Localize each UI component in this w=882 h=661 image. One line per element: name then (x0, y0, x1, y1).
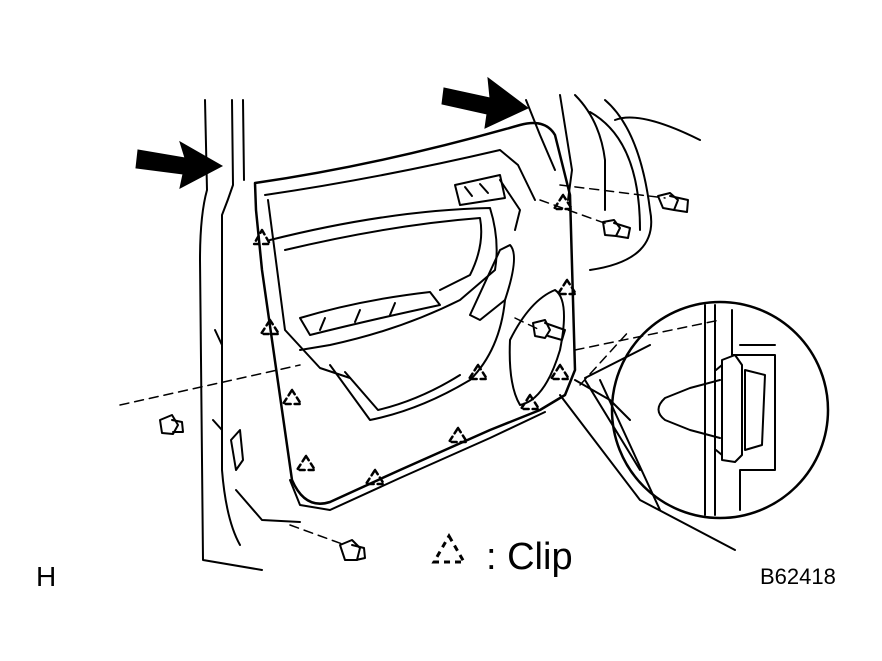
arrow-right (441, 76, 529, 129)
clip-markers (252, 193, 578, 486)
arrow-left (135, 140, 224, 189)
screw-top (657, 192, 689, 213)
clip-legend-text: : Clip (486, 536, 573, 578)
screw-bottom-left (159, 414, 184, 435)
view-letter: H (36, 561, 57, 592)
dashed-triangle-icon (431, 532, 467, 564)
screw-armrest (532, 319, 566, 341)
screw-bottom (339, 539, 366, 561)
clip-detail-magnifier (584, 300, 830, 520)
install-lines (119, 184, 721, 546)
door-frame-right (525, 94, 736, 551)
figure-code: B62418 (760, 564, 836, 589)
direction-arrows (135, 76, 529, 189)
screw-upper (602, 219, 631, 239)
door-trim-panel (253, 121, 577, 511)
door-frame (199, 99, 301, 571)
